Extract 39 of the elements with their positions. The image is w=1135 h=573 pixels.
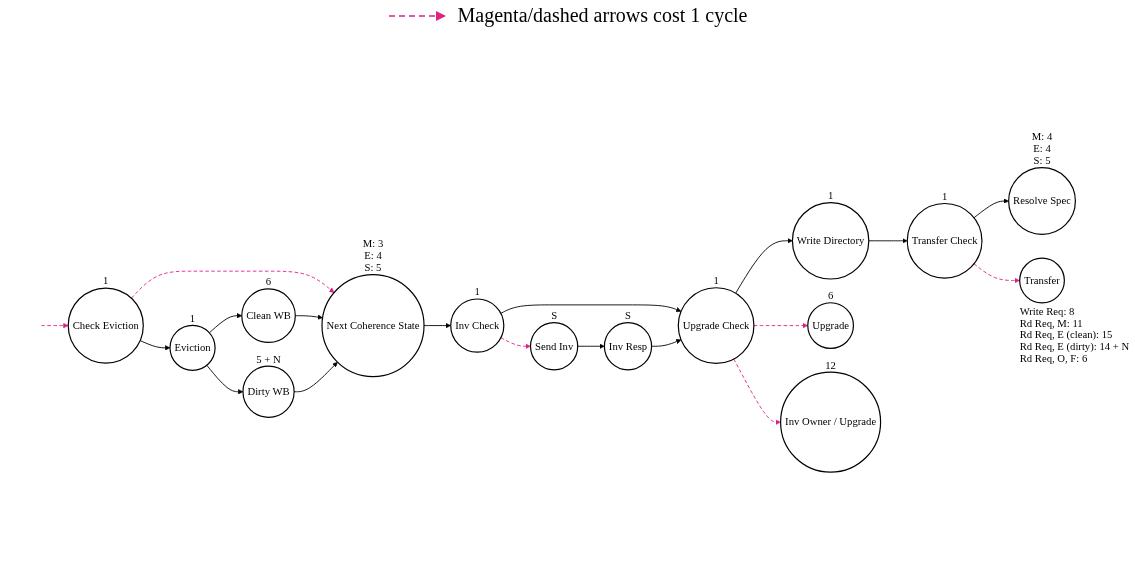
node-annotation: Write Req: 8 — [1019, 304, 1075, 317]
state-circle: Transfer — [1019, 257, 1065, 304]
state-circle: Inv Check — [450, 298, 505, 353]
node-annotation: S: 5 — [364, 261, 382, 273]
state-circle: Check Eviction — [67, 287, 144, 364]
state-circle: Transfer Check — [906, 202, 983, 279]
state-circle: Inv Owner / Upgrade — [780, 371, 882, 473]
node-annotation: E: 4 — [1033, 142, 1051, 155]
node-annotation: Rd Req, E (clean): 15 — [1019, 328, 1113, 341]
node-annotation: 1 — [103, 274, 109, 287]
state-circle: Inv Resp — [603, 322, 653, 371]
node-annotation: 1 — [474, 285, 480, 298]
node-annotation: 1 — [189, 311, 196, 324]
state-circle: Write Directory — [791, 202, 870, 280]
node-annotation: Rd Req, M: 11 — [1019, 316, 1083, 329]
legend-text: Magenta/dashed arrows cost 1 cycle — [457, 4, 748, 27]
state-circle: Send Inv — [529, 322, 579, 371]
node-annotation: Rd Req, O, F: 6 — [1019, 352, 1088, 365]
state-circle: Dirty WB — [242, 365, 295, 418]
state-circle: Upgrade — [807, 302, 855, 349]
node-annotation: 6 — [265, 275, 272, 288]
state-circle: Eviction — [169, 324, 216, 371]
node-annotation: E: 4 — [364, 249, 382, 262]
state-circle: Clean WB — [241, 288, 296, 344]
node-annotation: 6 — [827, 289, 834, 302]
state-circle: Upgrade Check — [677, 287, 755, 364]
node-annotation: 1 — [713, 274, 719, 287]
node-annotation: S: 5 — [1033, 154, 1051, 167]
node-annotation: Rd Req, E (dirty): 14 + N — [1019, 340, 1130, 353]
node-annotation: S — [625, 309, 631, 322]
state-circle: Resolve Spec — [1008, 167, 1076, 236]
node-annotation: S — [551, 309, 558, 322]
node-annotation: 1 — [827, 189, 834, 202]
node-annotation: M: 4 — [1031, 130, 1053, 143]
state-circle: Next Coherence State — [321, 273, 425, 378]
node-annotation: 1 — [941, 189, 948, 202]
node-annotation: 5 + N — [256, 352, 281, 365]
node-annotation: M: 3 — [362, 237, 384, 250]
node-annotation: 12 — [825, 358, 836, 371]
